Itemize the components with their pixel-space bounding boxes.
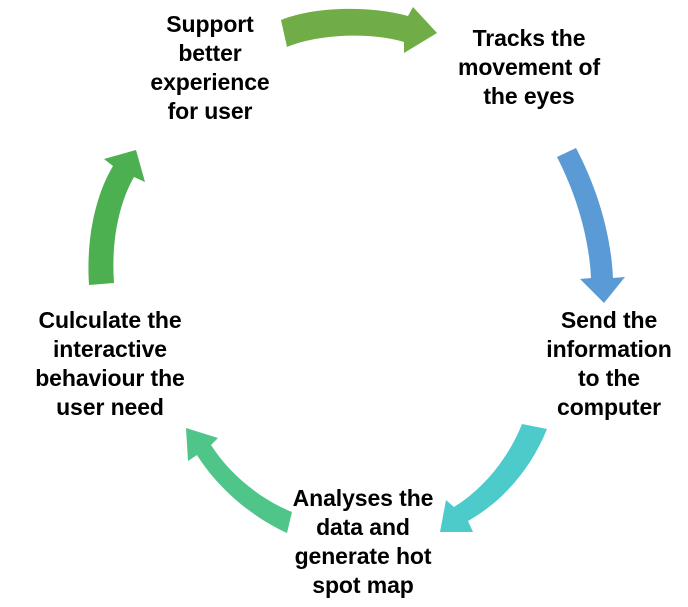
node-label-support: Support better experience for user — [150, 11, 270, 124]
arrow-tracks-to-send-icon — [557, 148, 625, 303]
node-label-tracks: Tracks the movement of the eyes — [457, 25, 601, 109]
arrow-analyses-to-calculate-icon — [186, 428, 292, 533]
arrow-calculate-to-support-icon — [88, 150, 145, 285]
node-label-calculate: Culculate the interactive behaviour the … — [35, 307, 185, 420]
arrow-support-to-tracks-icon — [281, 7, 437, 53]
arrow-send-to-analyses-icon — [440, 424, 547, 532]
node-label-analyses: Analyses the data and generate hot spot … — [292, 485, 434, 598]
node-label-send: Send the information to the computer — [546, 307, 672, 420]
